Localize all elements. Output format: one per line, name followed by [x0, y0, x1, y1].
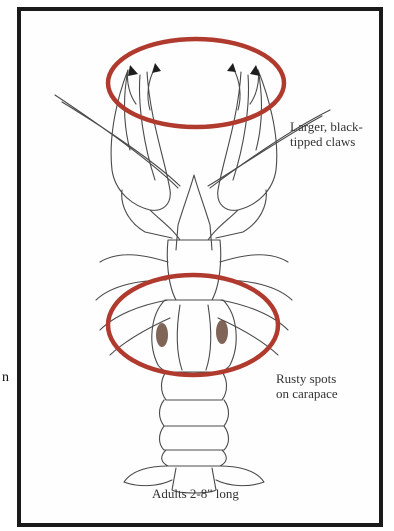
right-claw: [218, 70, 277, 210]
label-spots-line1: Rusty spots: [276, 371, 338, 386]
label-spots-line2: on carapace: [276, 386, 338, 401]
abdomen: [160, 372, 229, 466]
label-claws-line1: Larger, black-: [290, 119, 363, 134]
label-spots: Rusty spots on carapace: [276, 371, 338, 401]
label-claws-line2: tipped claws: [290, 134, 363, 149]
left-arm: [122, 190, 180, 240]
left-claw-tip-b: [152, 63, 161, 73]
left-claw-tip-a: [128, 65, 138, 76]
right-arm: [208, 190, 266, 240]
left-rusty-spot: [156, 323, 168, 347]
label-claws: Larger, black- tipped claws: [290, 119, 363, 149]
right-rusty-spot: [216, 320, 228, 344]
right-claw-tip-a: [227, 63, 236, 72]
label-size: Adults 2-8" long: [152, 486, 239, 501]
head: [167, 240, 220, 300]
carapace-highlight-ring: [108, 275, 278, 375]
rostrum: [176, 175, 212, 250]
right-legs: [218, 255, 292, 355]
